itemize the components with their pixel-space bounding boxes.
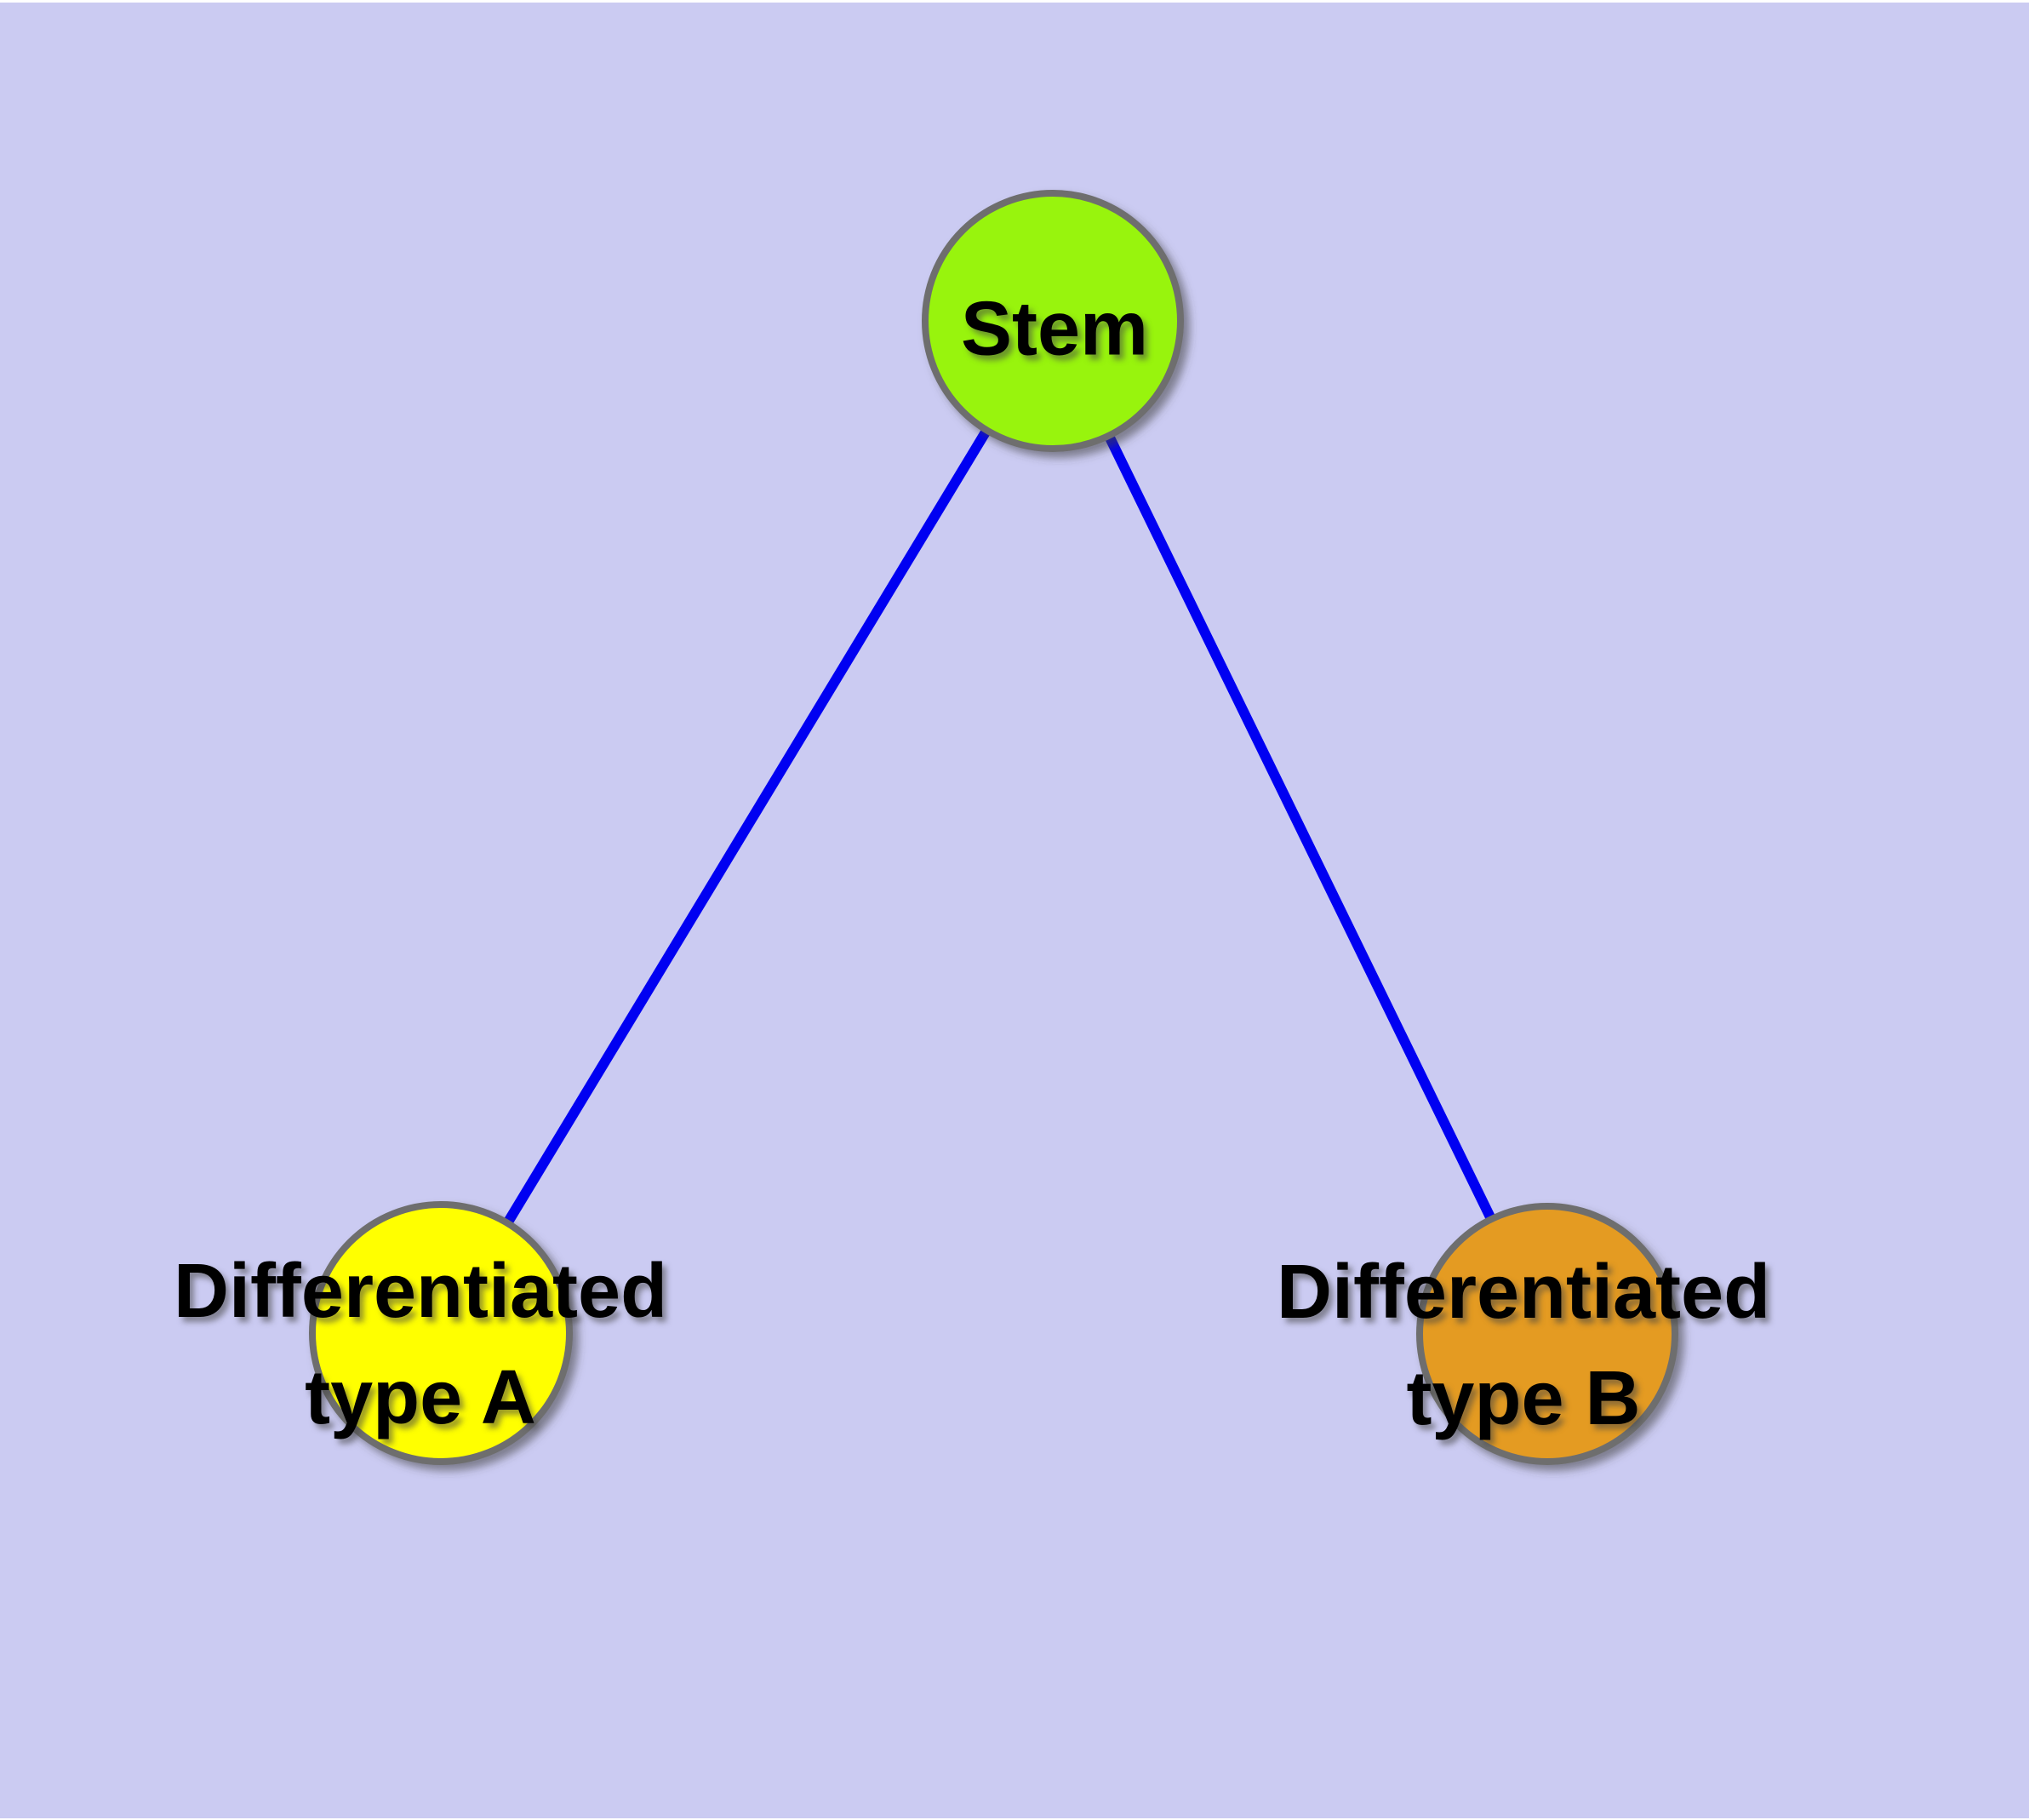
diagram-canvas: Stem Differentiated type A Differentiate…: [0, 3, 2029, 1818]
node-circle-diff-type-b: [1416, 1203, 1678, 1465]
node-circle-diff-type-a: [309, 1201, 573, 1465]
nodes-layer: [309, 190, 1678, 1465]
edge-stem-diff-type-a: [436, 318, 1058, 1336]
edges-layer: [436, 318, 1552, 1336]
edge-stem-diff-type-b: [1048, 318, 1552, 1336]
node-circle-stem: [922, 190, 1184, 452]
cell-differentiation-graph: [309, 190, 1678, 1465]
